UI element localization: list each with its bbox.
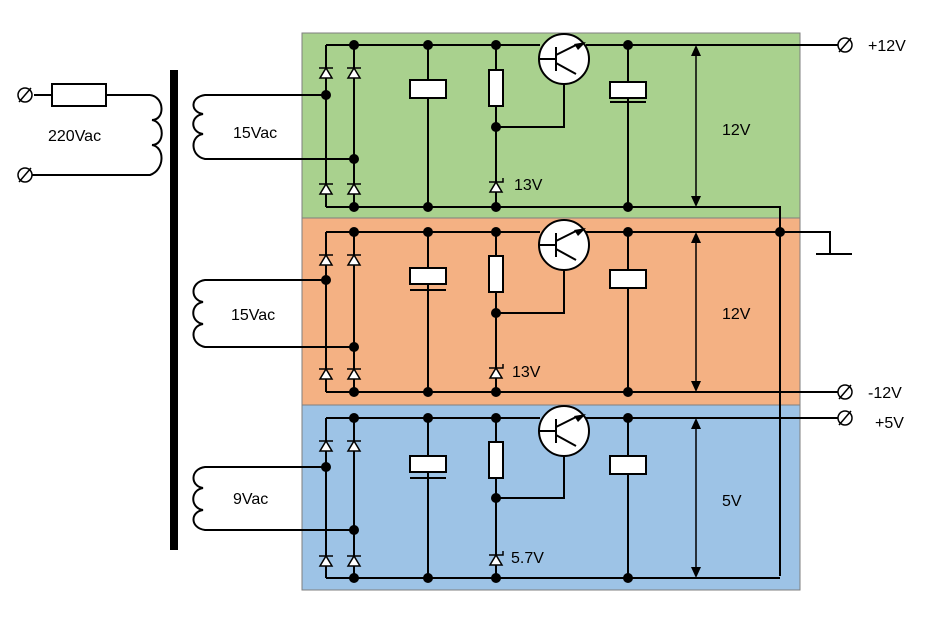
mains-terminal-top	[17, 87, 33, 103]
transistor-plus5v	[538, 405, 590, 457]
zener-plus12v-label: 13V	[514, 177, 543, 194]
secondary-winding-middle	[192, 279, 352, 348]
secondary-winding-top	[192, 94, 352, 160]
output-arrow-plus5v	[691, 418, 701, 578]
secondary-top-label: 15Vac	[233, 125, 277, 142]
diodes-plus12v	[318, 66, 504, 195]
transistor-plus12v	[538, 33, 590, 85]
transformer-core	[170, 70, 178, 550]
terminal-plus5v-label: +5V	[875, 415, 904, 432]
terminal-plus12v-label: +12V	[868, 38, 906, 55]
junctions-plus12v	[321, 40, 633, 212]
terminal-minus12v-label: -12V	[868, 385, 902, 402]
junctions-plus5v	[321, 413, 633, 583]
zener-minus12v-label: 13V	[512, 364, 541, 381]
secondary-middle-label: 15Vac	[231, 307, 275, 324]
output-minus12v-voltage-label: 12V	[722, 306, 751, 323]
secondary-winding-bottom	[192, 466, 352, 531]
diodes-minus12v	[318, 253, 504, 380]
output-arrow-minus12v	[691, 232, 701, 392]
output-plus12v-voltage-label: 12V	[722, 122, 751, 139]
junctions-minus12v	[321, 227, 785, 397]
mains-terminal-bottom	[17, 167, 33, 183]
transistor-minus12v	[538, 219, 590, 271]
secondary-bottom-label: 9Vac	[233, 491, 268, 508]
zener-plus5v-label: 5.7V	[511, 550, 544, 567]
diodes-plus5v	[318, 439, 504, 567]
terminal-plus5v	[837, 410, 853, 426]
terminal-minus12v	[837, 384, 853, 400]
output-arrow-plus12v	[691, 45, 701, 207]
fuse	[51, 83, 107, 107]
output-plus5v-voltage-label: 5V	[722, 493, 742, 510]
terminal-plus12v	[837, 37, 853, 53]
mains-voltage-label: 220Vac	[48, 128, 101, 145]
primary-winding	[32, 83, 163, 176]
